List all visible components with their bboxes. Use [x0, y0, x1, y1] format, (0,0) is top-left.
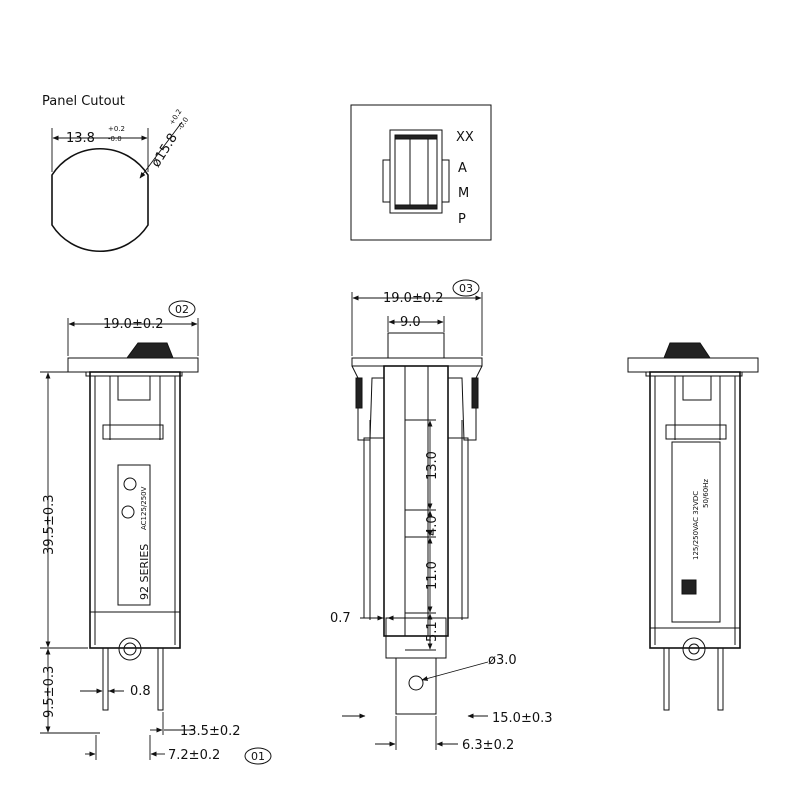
- left-height-dim: 39.5±0.3: [42, 494, 57, 555]
- center-inner-width-dim: 9.0: [400, 315, 421, 330]
- left-rating-label: AC125/250V: [140, 486, 148, 530]
- center-width-dim: 19.0±0.2: [383, 291, 444, 306]
- marking-letter-xx: XX: [456, 130, 474, 145]
- center-seg-2-dim: 4.0: [425, 515, 440, 536]
- left-pin-offset-dim: 7.2±0.2: [168, 748, 220, 763]
- right-rating-line-2: 50/60Hz: [702, 479, 710, 508]
- center-term-length-dim: 15.0±0.3: [492, 711, 553, 726]
- marking-box: XX A M P: [350, 104, 492, 241]
- center-gap-dim: 0.7: [330, 611, 351, 626]
- left-pin-height-dim: 9.5±0.3: [42, 666, 57, 718]
- center-width-ref: 03: [459, 282, 473, 295]
- left-view: 92 SERIES AC125/250V 19.0±0.2 02 39.5±0.…: [40, 300, 272, 765]
- left-width-dim: 19.0±0.2: [103, 317, 164, 332]
- right-view: 125/250VAC 32VDC 50/60Hz: [627, 342, 759, 711]
- left-pin-thickness-dim: 0.8: [130, 684, 151, 699]
- left-pin-pitch-dim: 13.5±0.2: [180, 724, 241, 739]
- center-view: 13.0 4.0 11.0 5.1 0.7 ø3.0 19.0±0.2 03 9…: [330, 279, 553, 753]
- cutout-diameter-dim: ø15.8: [149, 131, 181, 170]
- center-hole-dim: ø3.0: [488, 653, 517, 668]
- marking-letter-m: M: [458, 186, 469, 201]
- center-seg-3-dim: 11.0: [425, 561, 440, 590]
- center-term-width-dim: 6.3±0.2: [462, 738, 514, 753]
- marking-letter-a: A: [458, 161, 467, 176]
- left-pin-offset-ref: 01: [251, 750, 265, 763]
- marking-letter-p: P: [458, 212, 466, 227]
- panel-cutout-shape: [51, 148, 149, 252]
- panel-cutout-title: Panel Cutout: [42, 94, 125, 109]
- cutout-width-tol-plus: +0.2: [108, 125, 125, 133]
- left-width-ref: 02: [175, 303, 189, 316]
- cutout-width-tol-minus: -0.0: [108, 135, 122, 143]
- cutout-width-dim: 13.8: [66, 131, 95, 146]
- center-seg-4-dim: 5.1: [425, 621, 440, 642]
- center-seg-1-dim: 13.0: [425, 451, 440, 480]
- right-rating-line-1: 125/250VAC 32VDC: [692, 491, 700, 560]
- panel-cutout: Panel Cutout 13.8 +0.2 -0.0 ø15.8 +0.2 -…: [42, 94, 190, 252]
- left-series-label: 92 SERIES: [138, 544, 151, 600]
